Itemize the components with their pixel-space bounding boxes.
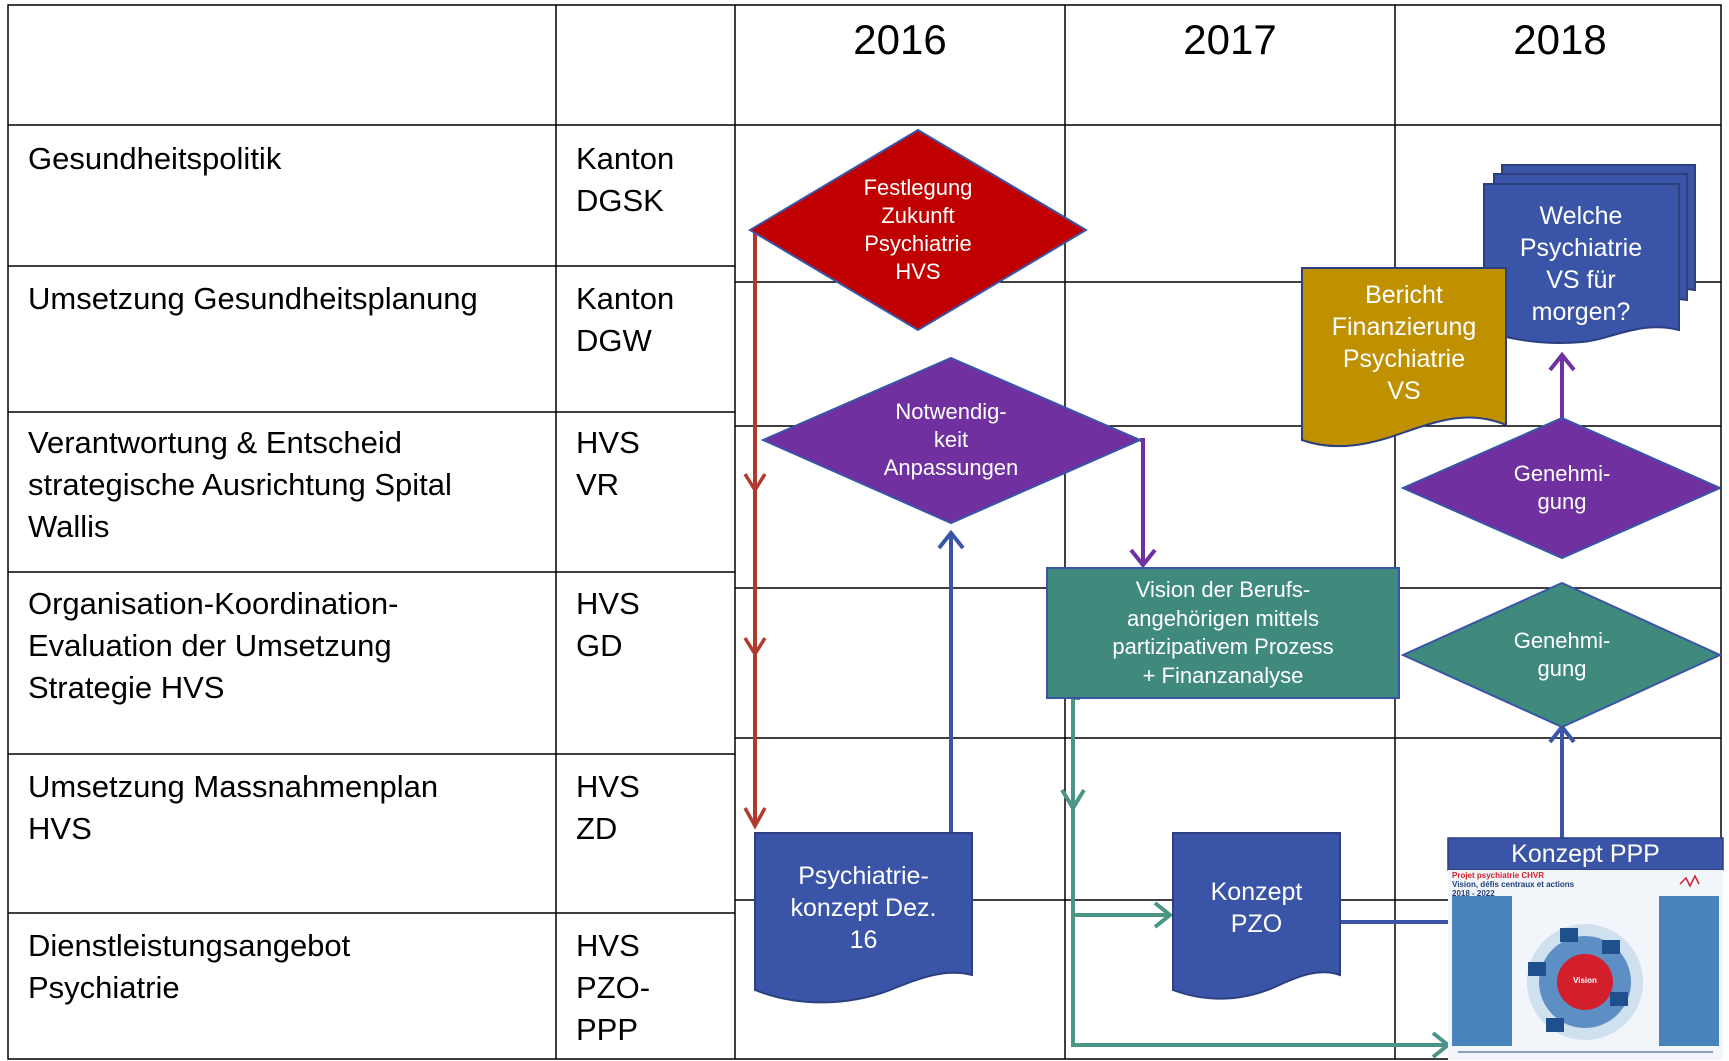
poster-years: 2018 - 2022 [1452, 889, 1495, 898]
poster-center-label: Vision [1573, 976, 1597, 985]
vision-label: Vision der Berufs- angehörigen mittels p… [1112, 577, 1334, 688]
konzept-pzo-label: Konzept PZO [1210, 878, 1303, 938]
row-topic: Umsetzung Gesundheitsplanung [28, 281, 478, 316]
konzept-pzo-document [1172, 832, 1341, 1000]
year-2017: 2017 [1183, 16, 1277, 63]
genehmigung-purple-diamond [1400, 416, 1723, 560]
poster-subtitle: Vision, défis centraux et actions [1452, 880, 1575, 889]
notwendigkeit-diamond [760, 356, 1143, 525]
psychiatriekonzept-document [754, 832, 973, 1004]
bericht-label: Bericht Finanzierung Psychiatrie VS [1331, 281, 1477, 405]
poster-title: Projet psychiatrie CHVR [1452, 871, 1545, 880]
genehmigung-teal-label: Genehmi- gung [1513, 628, 1611, 681]
row-actor: HVS PZO- PPP [576, 928, 651, 1047]
psychiatriekonzept-label: Psychiatrie- konzept Dez. 16 [790, 862, 937, 954]
row-actor: Kanton DGSK [576, 141, 675, 218]
konzept-ppp-label: Konzept PPP [1511, 840, 1660, 868]
blue-arrow-up-notwendigkeit [937, 529, 965, 832]
ppp-poster-thumbnail: Projet psychiatrie CHVR Vision, défis ce… [1448, 870, 1723, 1060]
genehmigung-teal-diamond [1400, 581, 1723, 729]
purple-arrow-notwendigkeit-vision [1129, 438, 1157, 569]
welche-label: Welche Psychiatrie VS für morgen? [1519, 202, 1643, 326]
red-arrow-chain [743, 230, 767, 830]
row-actor: HVS ZD [576, 769, 640, 846]
year-2018: 2018 [1513, 16, 1607, 63]
welche-multidocument [1483, 164, 1696, 345]
row-topic: Gesundheitspolitik [28, 141, 282, 176]
purple-arrow-genehmigung-welche [1548, 351, 1576, 418]
poster-graphic [1448, 870, 1723, 1060]
festlegung-diamond [748, 128, 1088, 332]
notwendigkeit-label: Notwendig- keit Anpassungen [883, 399, 1019, 480]
row-actor: HVS VR [576, 425, 640, 502]
genehmigung-purple-label: Genehmi- gung [1513, 461, 1611, 514]
row-actor: HVS GD [576, 586, 640, 663]
vision-box [1046, 567, 1400, 699]
blue-arrow-ppp-genehmigung [1548, 723, 1576, 838]
row-topic: Organisation-Koordination-Evaluation der… [28, 586, 399, 705]
bericht-document [1301, 267, 1507, 448]
row-actor: Kanton DGW [576, 281, 675, 358]
row-topic: Dienstleistungsangebot Psychiatrie [28, 928, 351, 1005]
festlegung-label: Festlegung Zukunft Psychiatrie HVS [863, 175, 973, 284]
row-topic: Umsetzung Massnahmenplan HVS [28, 769, 439, 846]
row-topic: Verantwortung & Entscheid strategische A… [28, 425, 452, 544]
year-2016: 2016 [853, 16, 947, 63]
konzept-ppp-header [1447, 837, 1724, 871]
